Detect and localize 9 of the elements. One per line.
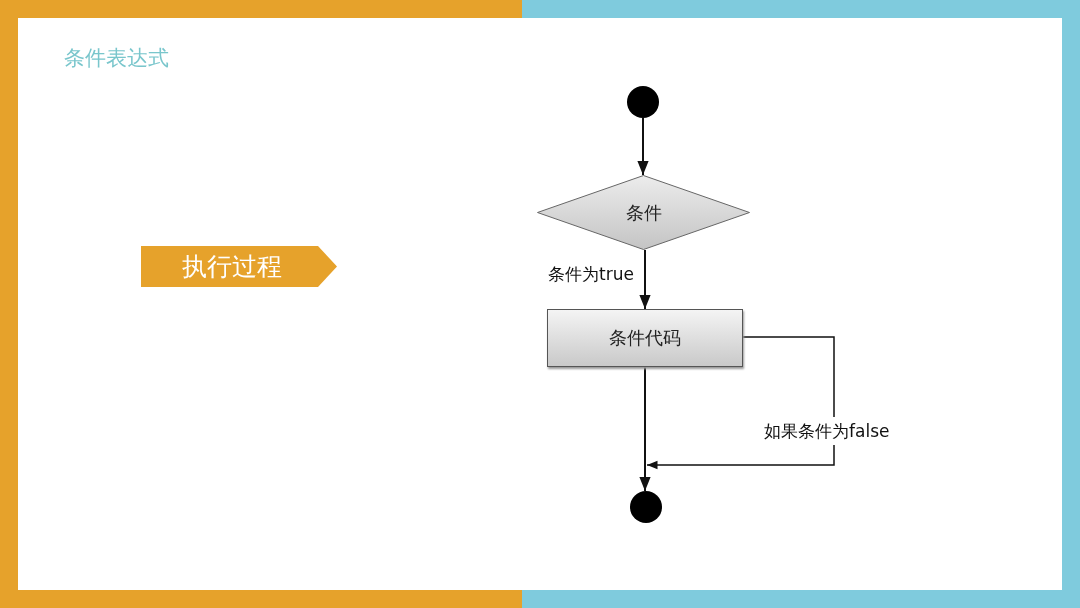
- arrow: [639, 249, 651, 310]
- arrow: [637, 117, 649, 176]
- arrow-banner: 执行过程: [141, 246, 337, 287]
- edge-label: 条件为true: [547, 263, 635, 286]
- arrow: [646, 336, 835, 470]
- slide-title: 条件表达式: [64, 45, 169, 72]
- process-box: 条件代码: [547, 309, 743, 367]
- arrow: [639, 366, 651, 492]
- decision-diamond: 条件: [537, 175, 750, 250]
